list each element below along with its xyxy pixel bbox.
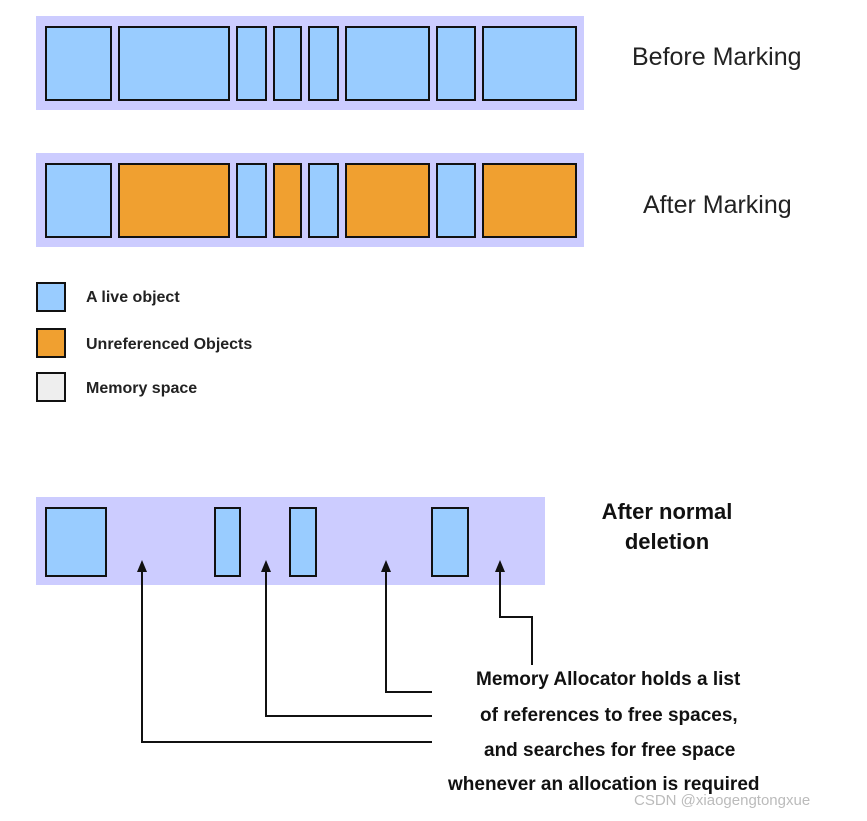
legend-live-swatch [36,282,66,312]
pointer-line [265,566,432,717]
watermark: CSDN @xiaogengtongxue [634,792,811,809]
live-object-block [236,26,267,101]
after-deletion-label: After normal deletion [582,497,752,557]
live-object-block [45,507,107,577]
live-object-block [273,26,302,101]
pointer-line [141,566,432,743]
unreferenced-object-block [273,163,302,238]
after-marking-label: After Marking [643,191,792,219]
legend-memory-label: Memory space [86,380,198,397]
pointer-line [385,566,432,693]
pointer-line [499,566,533,665]
live-object-block [236,163,267,238]
legend-live-label: A live object [86,289,180,306]
unreferenced-object-block [345,163,430,238]
live-object-block [436,26,476,101]
live-object-block [289,507,317,577]
live-object-block [345,26,430,101]
live-object-block [214,507,241,577]
after-deletion-label-line1: After normal [601,499,733,524]
live-object-block [45,163,112,238]
legend-memory-swatch [36,372,66,402]
after-deletion-label-line2: deletion [624,529,710,554]
arrow-head-icon [495,560,505,572]
unreferenced-object-block [482,163,577,238]
live-object-block [431,507,469,577]
live-object-block [482,26,577,101]
arrow-head-icon [137,560,147,572]
before-marking-label: Before Marking [632,43,802,71]
live-object-block [436,163,476,238]
arrow-head-icon [261,560,271,572]
allocator-note-line4: whenever an allocation is required [448,774,760,795]
live-object-block [308,163,339,238]
legend-unreferenced-label: Unreferenced Objects [86,336,253,353]
live-object-block [308,26,339,101]
legend-unreferenced-swatch [36,328,66,358]
allocator-note-line2: of references to free spaces, [480,705,738,726]
allocator-note-line3: and searches for free space [484,740,736,761]
allocator-note-line1: Memory Allocator holds a list [476,669,741,690]
arrow-head-icon [381,560,391,572]
unreferenced-object-block [118,163,230,238]
live-object-block [118,26,230,101]
live-object-block [45,26,112,101]
